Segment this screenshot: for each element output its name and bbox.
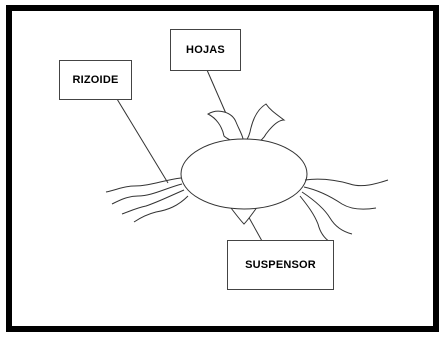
embryo-body: [181, 139, 307, 209]
rhizoid-right-2: [304, 187, 376, 209]
rizoide-label: RIZOIDE: [59, 60, 132, 100]
hojas-label-text: HOJAS: [186, 44, 225, 56]
rhizoid-right-3: [302, 192, 352, 234]
rizoide-label-text: RIZOIDE: [72, 74, 118, 86]
rhizoid-right-1: [305, 179, 388, 185]
rhizoid-right-4: [300, 196, 330, 242]
hojas-label: HOJAS: [170, 29, 241, 71]
rhizoid-left-1: [106, 178, 181, 192]
rizoide-leader-line: [117, 99, 168, 183]
suspensor-label: SUSPENSOR: [227, 240, 334, 290]
rhizoid-left-2: [112, 184, 182, 204]
suspensor-label-text: SUSPENSOR: [245, 259, 316, 271]
